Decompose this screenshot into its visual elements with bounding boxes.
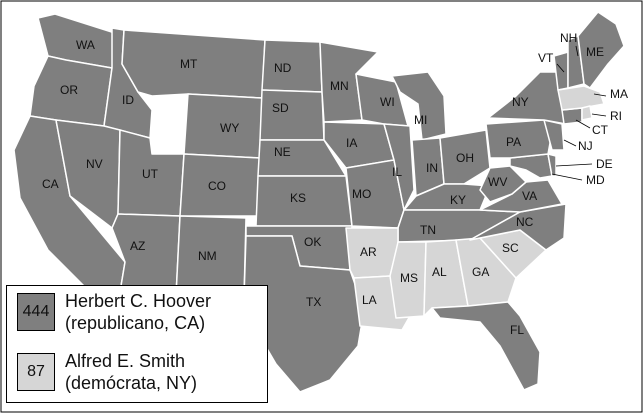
- label-wy: WY: [220, 121, 239, 135]
- label-me: ME: [586, 45, 604, 59]
- state-ms: [389, 241, 427, 319]
- state-il: [383, 123, 415, 211]
- label-ny: NY: [512, 95, 529, 109]
- state-de: [547, 153, 557, 177]
- legend-swatch-republican: 444: [17, 293, 55, 331]
- leader-lines: [551, 45, 607, 181]
- label-mo: MO: [352, 187, 371, 201]
- legend-party-hoover: (republicano, CA): [65, 313, 206, 333]
- state-ri: [581, 105, 593, 121]
- state-oh: [439, 129, 491, 185]
- label-nd: ND: [274, 61, 292, 75]
- label-wa: WA: [76, 38, 95, 52]
- label-md: MD: [586, 173, 605, 187]
- label-wv: WV: [488, 175, 507, 189]
- legend-votes-hoover: 444: [22, 303, 50, 320]
- legend-text-hoover: Herbert C. Hoover (republicano, CA): [65, 290, 211, 334]
- label-pa: PA: [506, 135, 521, 149]
- label-in: IN: [426, 161, 438, 175]
- state-fl: [431, 301, 541, 391]
- label-ga: GA: [472, 265, 489, 279]
- label-la: LA: [362, 293, 377, 307]
- label-nc: NC: [516, 215, 534, 229]
- label-ok: OK: [304, 235, 321, 249]
- label-fl: FL: [510, 323, 524, 337]
- label-ar: AR: [360, 245, 377, 259]
- label-sc: SC: [502, 241, 519, 255]
- label-al: AL: [432, 265, 447, 279]
- legend-name-smith: Alfred E. Smith: [65, 351, 186, 371]
- state-ma: [557, 85, 605, 111]
- label-vt: VT: [538, 51, 554, 65]
- label-ut: UT: [142, 167, 159, 181]
- label-az: AZ: [130, 239, 145, 253]
- label-ct: CT: [592, 123, 609, 137]
- label-mn: MN: [330, 79, 349, 93]
- label-nv: NV: [86, 157, 103, 171]
- label-nm: NM: [198, 249, 217, 263]
- legend-text-smith: Alfred E. Smith (demócrata, NY): [65, 350, 197, 394]
- label-oh: OH: [456, 151, 474, 165]
- label-mt: MT: [180, 57, 198, 71]
- legend-name-hoover: Herbert C. Hoover: [65, 291, 212, 311]
- label-ne: NE: [274, 145, 291, 159]
- legend-entry-hoover: 444 Herbert C. Hoover (republicano, CA): [17, 290, 211, 334]
- label-nj: NJ: [578, 139, 593, 153]
- label-ma: MA: [610, 87, 628, 101]
- state-me: [577, 11, 625, 89]
- state-mi: [391, 71, 447, 141]
- label-wi: WI: [380, 95, 395, 109]
- state-sd: [259, 89, 325, 141]
- label-de: DE: [596, 157, 613, 171]
- label-id: ID: [122, 93, 134, 107]
- state-nd: [261, 39, 323, 93]
- label-co: CO: [208, 179, 226, 193]
- label-ia: IA: [346, 136, 357, 150]
- label-sd: SD: [272, 101, 289, 115]
- label-ky: KY: [450, 193, 466, 207]
- label-ks: KS: [290, 191, 306, 205]
- label-tx: TX: [306, 295, 321, 309]
- legend: 444 Herbert C. Hoover (republicano, CA) …: [6, 285, 268, 403]
- legend-entry-smith: 87 Alfred E. Smith (demócrata, NY): [17, 350, 197, 394]
- legend-party-smith: (demócrata, NY): [65, 373, 198, 393]
- label-nh: NH: [560, 31, 577, 45]
- label-ri: RI: [610, 109, 622, 123]
- label-or: OR: [60, 83, 78, 97]
- legend-votes-smith: 87: [27, 363, 45, 380]
- label-ca: CA: [42, 177, 59, 191]
- label-ms: MS: [400, 271, 418, 285]
- label-mi: MI: [414, 113, 427, 127]
- label-tn: TN: [420, 223, 436, 237]
- label-il: IL: [392, 165, 402, 179]
- label-va: VA: [522, 189, 537, 203]
- legend-swatch-democrat: 87: [17, 353, 55, 391]
- state-labels: WA OR CA ID NV MT WY UT AZ CO NM ND SD N…: [42, 31, 628, 337]
